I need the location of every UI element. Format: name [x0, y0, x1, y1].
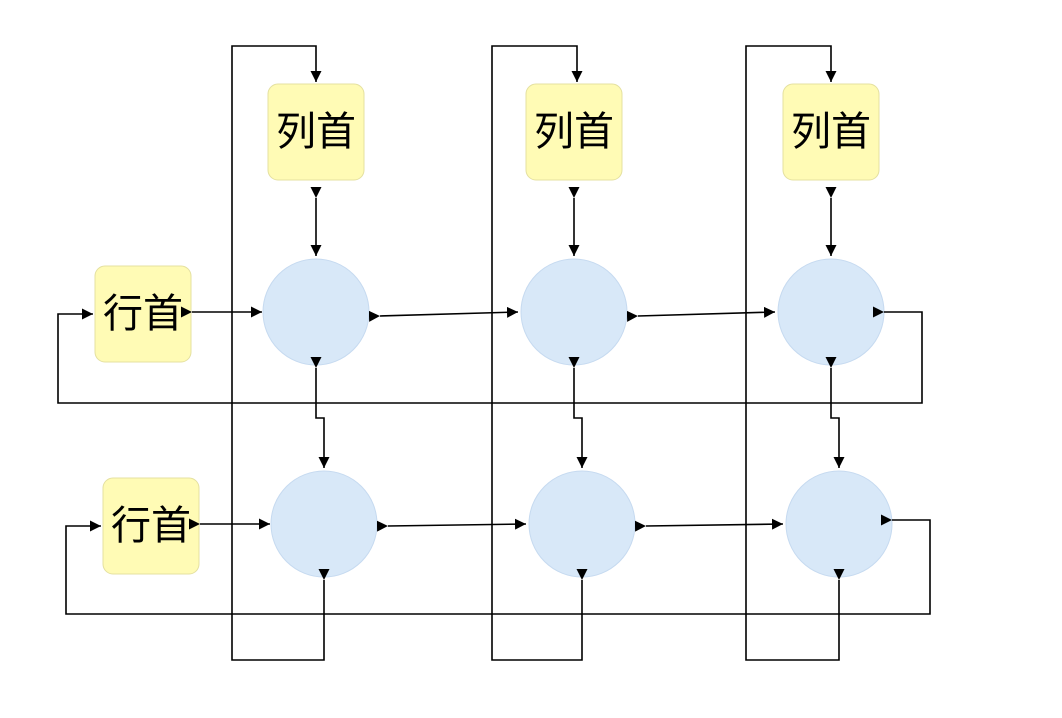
right-link-arrow [634, 518, 784, 532]
node-circle [777, 258, 885, 366]
column-header: 列首 [782, 83, 880, 181]
column-header: 列首 [267, 83, 365, 181]
connectors [57, 45, 931, 661]
column-wrap-arrow [745, 45, 845, 661]
column-header: 列首 [525, 83, 623, 181]
node-circle [785, 470, 893, 578]
down-link-arrow [825, 357, 845, 468]
down-link-arrow [310, 357, 330, 468]
row-header: 行首 [94, 265, 192, 363]
column-wrap-arrow [491, 45, 588, 661]
column-wrap-arrow [231, 45, 330, 661]
row-header: 行首 [102, 477, 200, 575]
node-circle [528, 470, 636, 578]
column-header-label: 列首 [534, 109, 614, 155]
row-wrap-arrow [65, 514, 931, 615]
row-header-label: 行首 [103, 291, 183, 337]
node-circle [270, 470, 378, 578]
row-header-label: 行首 [111, 503, 191, 549]
node-circle [262, 258, 370, 366]
right-link-arrow [626, 306, 776, 322]
node-circle [520, 258, 628, 366]
down-link-arrow [568, 357, 588, 468]
right-link-arrow [376, 518, 527, 532]
column-header-label: 列首 [276, 109, 356, 155]
row-wrap-arrow [57, 306, 923, 404]
column-header-label: 列首 [791, 109, 871, 155]
right-link-arrow [368, 306, 519, 322]
